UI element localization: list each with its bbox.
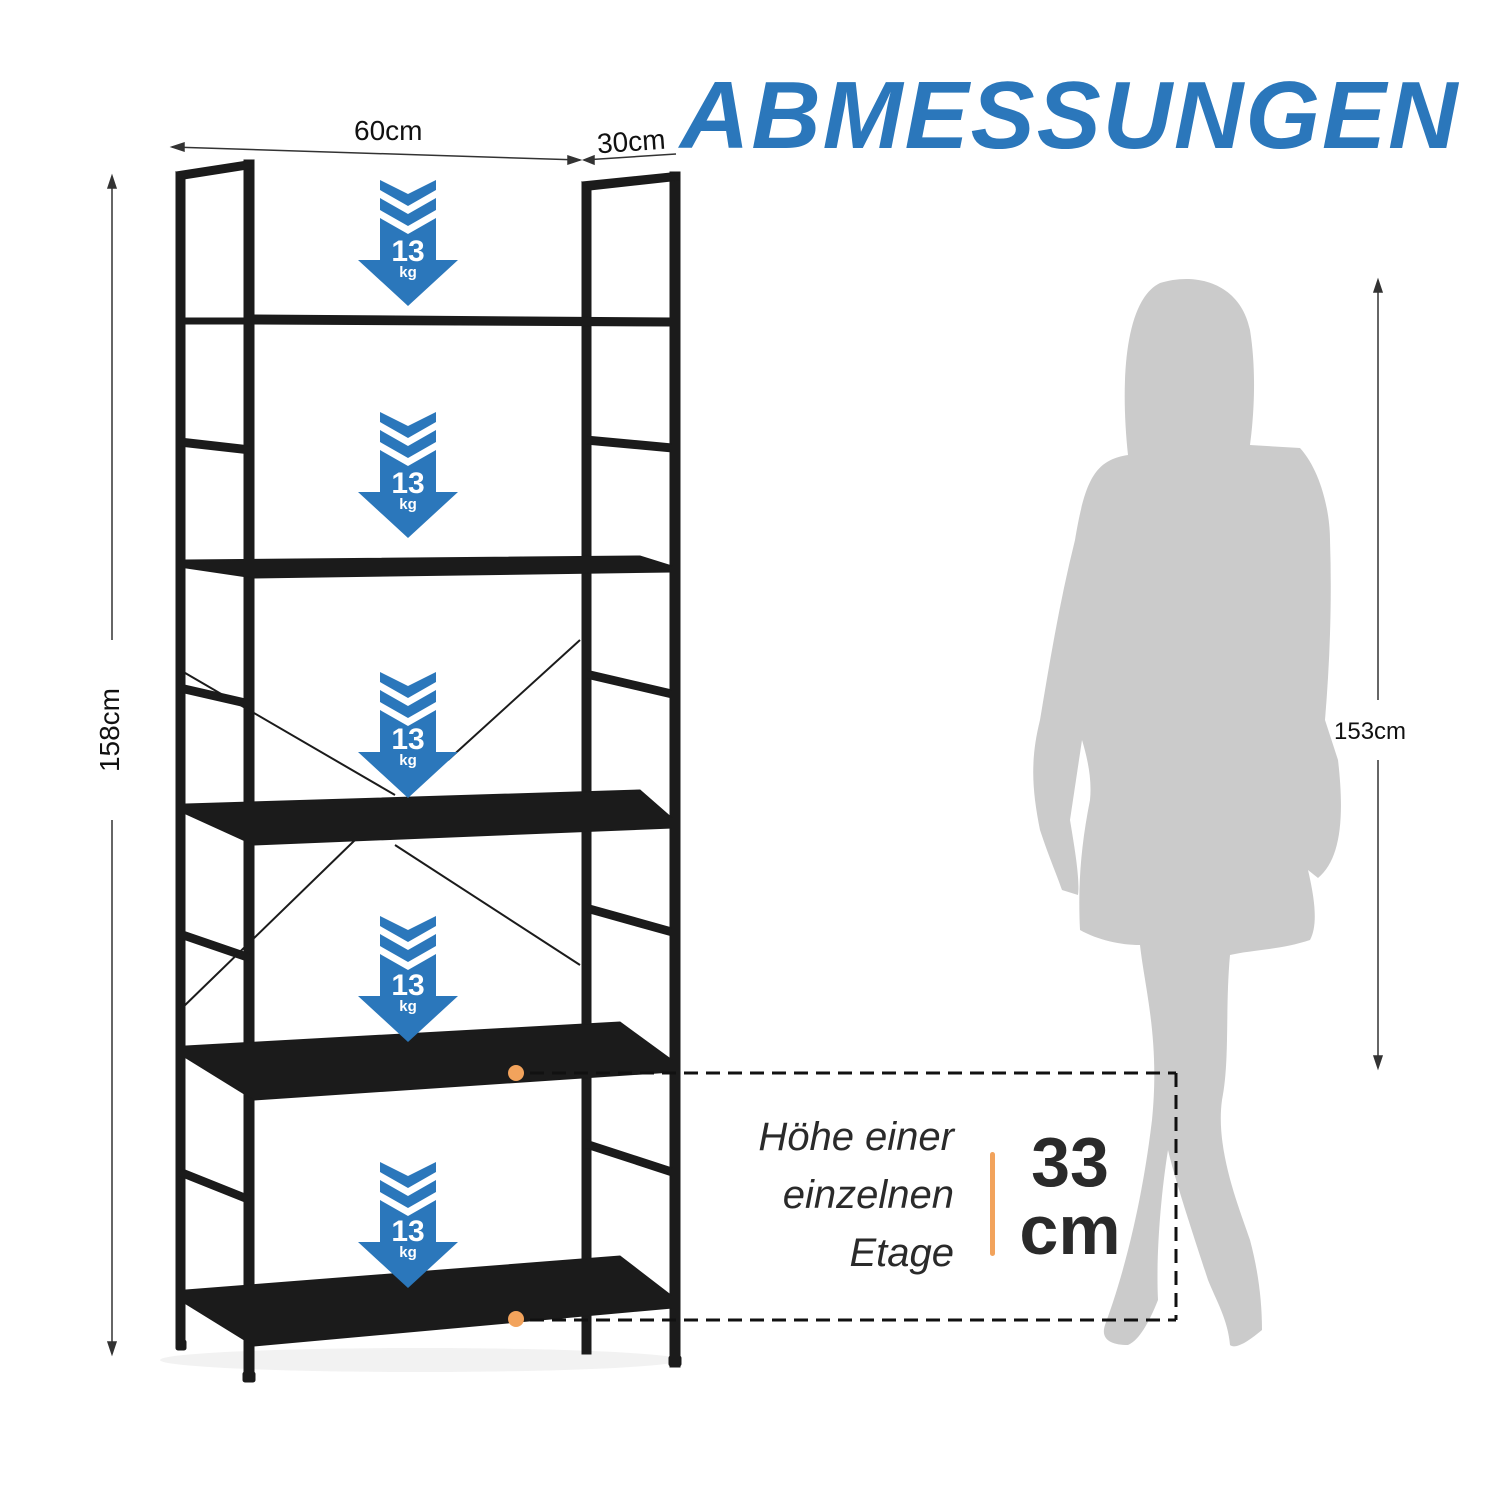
shelf-board-2 bbox=[185, 555, 673, 579]
load-badge-4-text: 13 kg bbox=[391, 969, 425, 1015]
load-badge-1-text: 13 kg bbox=[391, 235, 425, 281]
person-height-label: 153cm bbox=[1334, 718, 1407, 745]
right-back-upright bbox=[581, 181, 592, 1355]
width-label: 60cm bbox=[354, 115, 423, 146]
width-dimension-line bbox=[169, 141, 677, 166]
shelf-board-5 bbox=[185, 1255, 673, 1347]
load-badge-5 bbox=[358, 1162, 458, 1288]
tier-top-marker bbox=[508, 1065, 524, 1081]
page-title: ABMESSUNGEN bbox=[680, 62, 1460, 169]
shelf-height-label: 158cm bbox=[94, 687, 125, 773]
left-back-upright bbox=[175, 171, 186, 1343]
bookshelf-frame bbox=[174, 159, 682, 1383]
shelf-board-3 bbox=[185, 789, 673, 846]
person-silhouette bbox=[1033, 278, 1341, 1347]
depth-label: 30cm bbox=[595, 123, 667, 160]
load-badge-2-text: 13 kg bbox=[391, 467, 425, 513]
person-height-dimension-line bbox=[1372, 277, 1384, 1071]
tier-bottom-marker bbox=[508, 1311, 524, 1327]
load-badge-3-text: 13 kg bbox=[391, 723, 425, 769]
load-badge-2 bbox=[358, 412, 458, 538]
orange-divider bbox=[990, 1152, 995, 1256]
load-badge-1 bbox=[358, 180, 458, 306]
shelf-height-dimension-line bbox=[106, 173, 118, 1357]
tier-height-description: Höhe einer einzelnen Etage bbox=[758, 1115, 954, 1275]
load-badge-4 bbox=[358, 916, 458, 1042]
load-badge-5-text: 13 kg bbox=[391, 1215, 425, 1261]
shelf-board-4 bbox=[185, 1021, 673, 1101]
load-badge-3 bbox=[358, 672, 458, 798]
floor-shadow bbox=[160, 1348, 680, 1372]
tier-height-value: 33 cm bbox=[1019, 1123, 1121, 1269]
shelf-board-1 bbox=[253, 314, 673, 327]
right-front-upright bbox=[669, 171, 681, 1368]
tier-height-callout-box bbox=[530, 1071, 1178, 1322]
